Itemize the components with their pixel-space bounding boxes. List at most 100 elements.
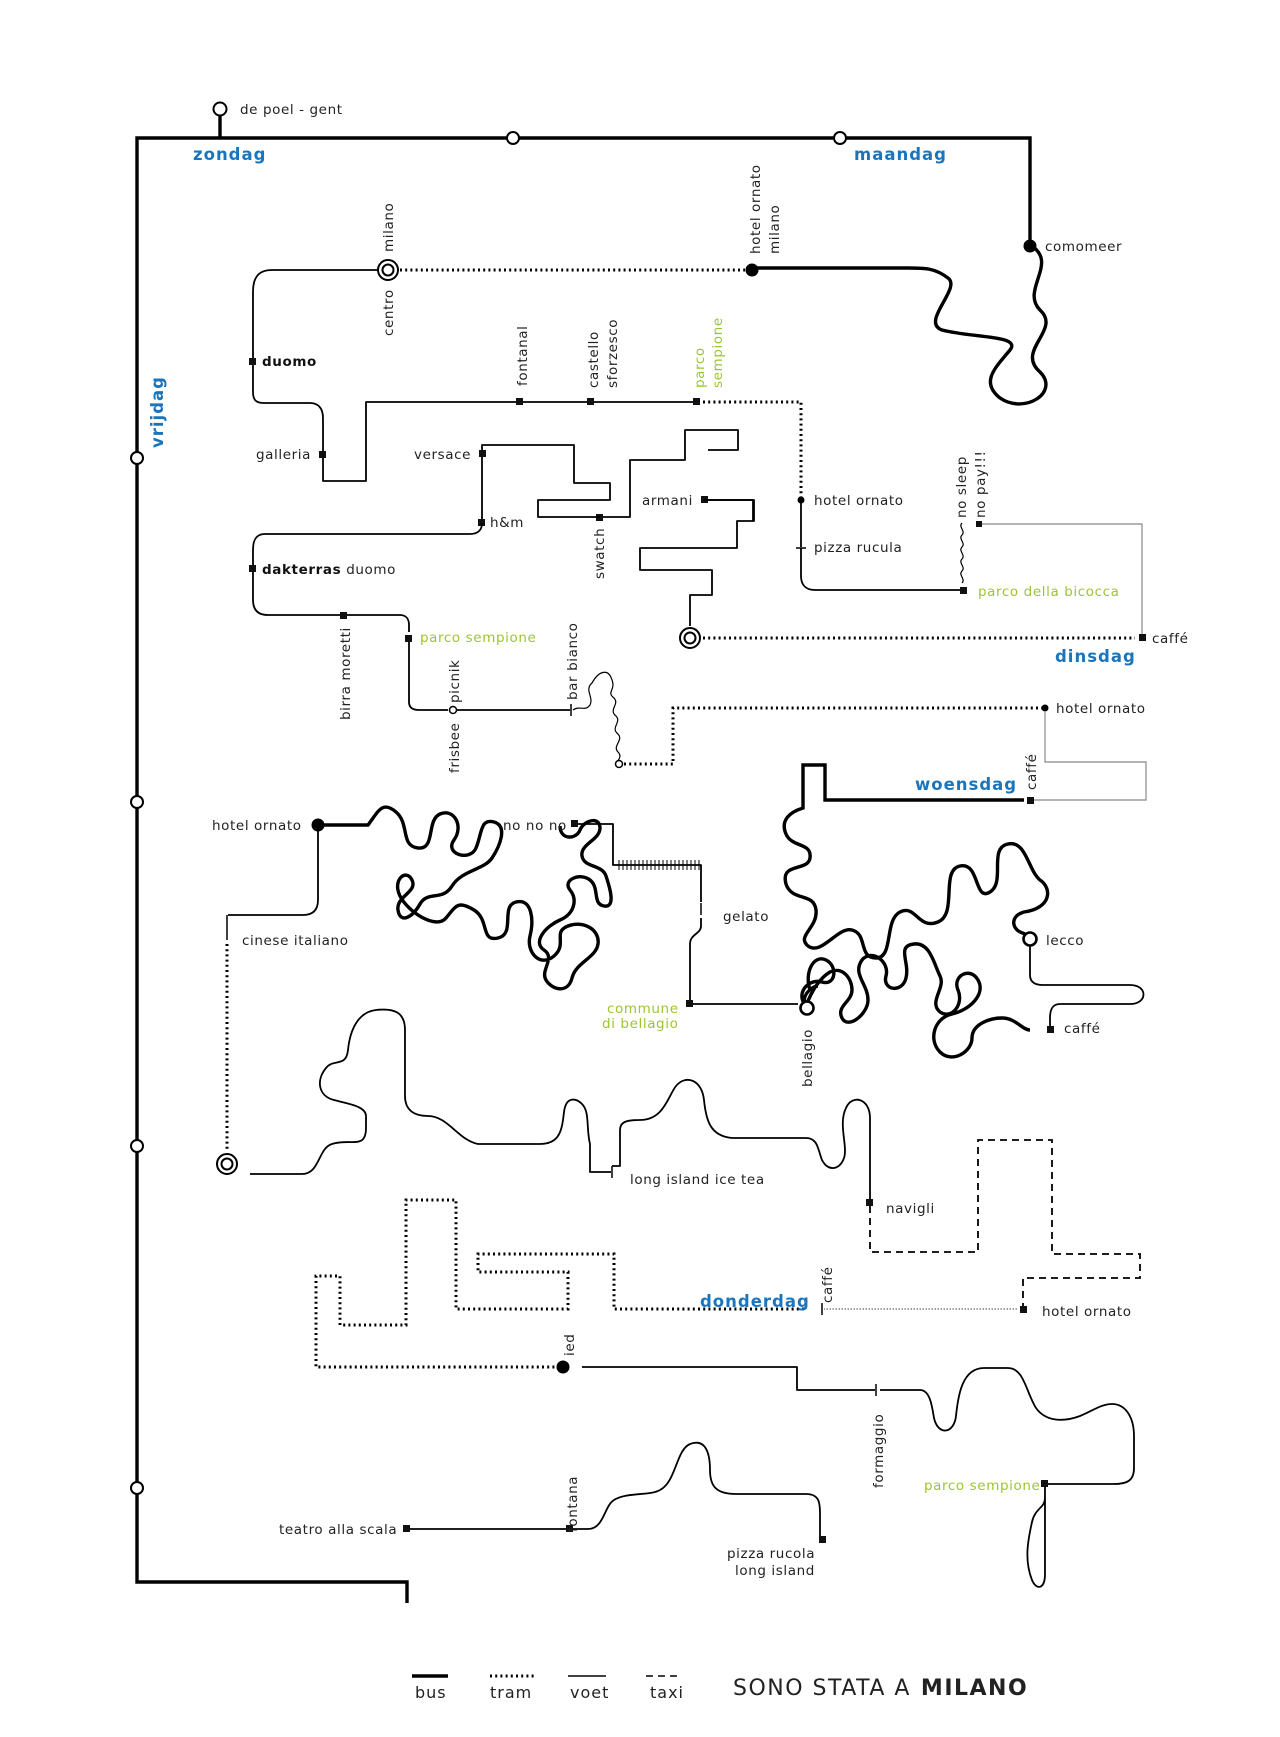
caffe-lecco-label: caffé bbox=[1064, 1021, 1101, 1037]
versace-stop bbox=[479, 450, 486, 457]
teatro-stop bbox=[403, 1525, 410, 1532]
route-voet-hotel-cinese bbox=[228, 830, 319, 916]
outer-bus-route bbox=[135, 136, 1032, 1603]
navigli-label: navigli bbox=[886, 1201, 935, 1217]
route-tram-donderdag bbox=[314, 1198, 804, 1369]
hotel-ornato-thu-label: hotel ornato bbox=[1042, 1304, 1132, 1320]
commune-label-2: di bellagio bbox=[602, 1016, 678, 1032]
no-sleep-squiggle bbox=[960, 522, 964, 584]
de-poel-label: de poel - gent bbox=[240, 102, 343, 118]
route-voet-gelato-commune bbox=[689, 918, 702, 1000]
day-donderdag: donderdag bbox=[700, 1292, 810, 1311]
frame-node bbox=[130, 1139, 144, 1153]
legend-taxi-label: taxi bbox=[650, 1683, 684, 1702]
dakterras-stop bbox=[249, 565, 256, 572]
hotel-ornato-milano-label-1: hotel ornato bbox=[748, 164, 764, 254]
dakterras-rest-text: duomo bbox=[346, 562, 396, 578]
commune-label-1: commune bbox=[607, 1001, 679, 1017]
route-voet-ied-formaggio bbox=[582, 1366, 875, 1391]
route-voet-lecco-caffe bbox=[1029, 946, 1145, 1028]
birra-moretti-label: birra moretti bbox=[338, 627, 354, 720]
route-tram-bar-hotel bbox=[624, 706, 1043, 766]
parco-top-label-1: parco bbox=[692, 347, 708, 388]
route-voet-sempione-picnik bbox=[408, 642, 448, 711]
route-voet-parco-down bbox=[1026, 1487, 1046, 1588]
fontana-stop bbox=[566, 1525, 573, 1532]
castello-stop bbox=[587, 398, 594, 405]
duomo-label: duomo bbox=[262, 354, 317, 370]
route-voet-formaggio-parco bbox=[880, 1367, 1135, 1485]
frame-node bbox=[130, 795, 144, 809]
dakterras-label-bold: dakterras duomo bbox=[262, 562, 396, 578]
centro-milano-label-1: centro bbox=[381, 289, 397, 336]
parco-sempione-thu-label: parco sempione bbox=[924, 1478, 1040, 1494]
route-voet-nonono-gelato bbox=[578, 823, 702, 902]
route-como-bus bbox=[752, 243, 1048, 406]
armani-label: armani bbox=[642, 493, 693, 509]
frisbee-label: frisbee bbox=[447, 723, 463, 773]
caffe-thu-label: caffé bbox=[820, 1266, 836, 1303]
pizza-rucula-label: pizza rucula bbox=[814, 540, 902, 556]
fontanal-stop bbox=[516, 398, 523, 405]
bellagio-label: bellagio bbox=[800, 1029, 816, 1087]
route-voet-centro-duomo bbox=[252, 269, 694, 482]
fontana-label: fontana bbox=[565, 1476, 581, 1532]
route-bus-bellagio bbox=[800, 942, 1031, 1059]
legend-voet-label: voet bbox=[570, 1683, 609, 1702]
picnik-label: picnik bbox=[447, 660, 463, 703]
frame-node bbox=[506, 131, 520, 145]
dakterras-bold-text: dakterras bbox=[262, 562, 341, 578]
route-taxi-navigli-hotel bbox=[869, 1139, 1141, 1306]
no-sleep-stop bbox=[976, 521, 982, 527]
legend-tram-label: tram bbox=[490, 1683, 532, 1702]
route-voet-swatch-main bbox=[600, 429, 739, 518]
legend-bus-label: bus bbox=[415, 1683, 447, 1702]
caffe-tue-label: caffé bbox=[1152, 631, 1189, 647]
bar-bianco-label: bar bianco bbox=[565, 622, 581, 700]
gelato-label: gelato bbox=[723, 909, 769, 925]
poster-title: SONO STATA A MILANO bbox=[733, 1676, 1028, 1701]
day-woensdag: woensdag bbox=[915, 775, 1017, 794]
route-thin-hotel-caffe bbox=[1032, 712, 1147, 801]
start-node bbox=[212, 101, 228, 117]
galleria-stop bbox=[319, 451, 326, 458]
formaggio-label: formaggio bbox=[871, 1414, 887, 1488]
route-thin-bicocca-caffe bbox=[982, 523, 1143, 636]
legend: bus tram voet taxi bbox=[412, 1674, 684, 1702]
route-voet-hm-dakterras bbox=[252, 522, 483, 616]
parco-sempione-fri-label: parco sempione bbox=[420, 630, 536, 646]
pizza-rucola-label-1: pizza rucola bbox=[727, 1546, 815, 1562]
poster-title-city: MILANO bbox=[921, 1676, 1028, 1701]
caffe-wed-stop bbox=[1027, 797, 1034, 804]
hotel-ornato-milano-label-2: milano bbox=[767, 205, 783, 254]
parco-sempione-top-stop bbox=[693, 398, 700, 405]
route-bus-hotel-lake bbox=[318, 805, 613, 991]
pizza-rucola-stop bbox=[819, 1536, 826, 1543]
route-voet-armani-line bbox=[704, 499, 754, 521]
commune-stop bbox=[686, 1000, 693, 1007]
route-tram-parco-hotel bbox=[703, 400, 803, 498]
birra-moretti-stop bbox=[340, 612, 347, 619]
day-maandag: maandag bbox=[854, 145, 947, 164]
ied-label: ied bbox=[562, 1334, 578, 1356]
route-voet-pizza-bicocca bbox=[800, 548, 962, 591]
ied-stop bbox=[556, 1360, 570, 1374]
bar-bianco-squiggle bbox=[572, 671, 621, 765]
parco-top-label-2: sempione bbox=[710, 317, 726, 388]
versace-label: versace bbox=[414, 447, 471, 463]
hotel-ornato-tue-label: hotel ornato bbox=[814, 493, 904, 509]
swatch-label: swatch bbox=[592, 528, 608, 579]
hm-label: h&m bbox=[490, 515, 524, 531]
day-vrijdag: vrijdag bbox=[148, 376, 167, 448]
no-sleep-label-1: no sleep bbox=[954, 456, 970, 518]
frame-node bbox=[130, 1481, 144, 1495]
comomeer-label: comomeer bbox=[1045, 239, 1122, 255]
comomeer-stop bbox=[1023, 239, 1037, 253]
frame-node bbox=[130, 451, 144, 465]
bar-bianco-end bbox=[614, 759, 624, 769]
poster-title-prefix: SONO STATA A bbox=[733, 1676, 911, 1701]
bellagio-stop bbox=[799, 1000, 815, 1016]
hotel-ornato-tue-stop bbox=[797, 496, 805, 504]
vrijdag-interchange-inner bbox=[220, 1157, 234, 1171]
route-bus-woensdag bbox=[782, 763, 1050, 960]
